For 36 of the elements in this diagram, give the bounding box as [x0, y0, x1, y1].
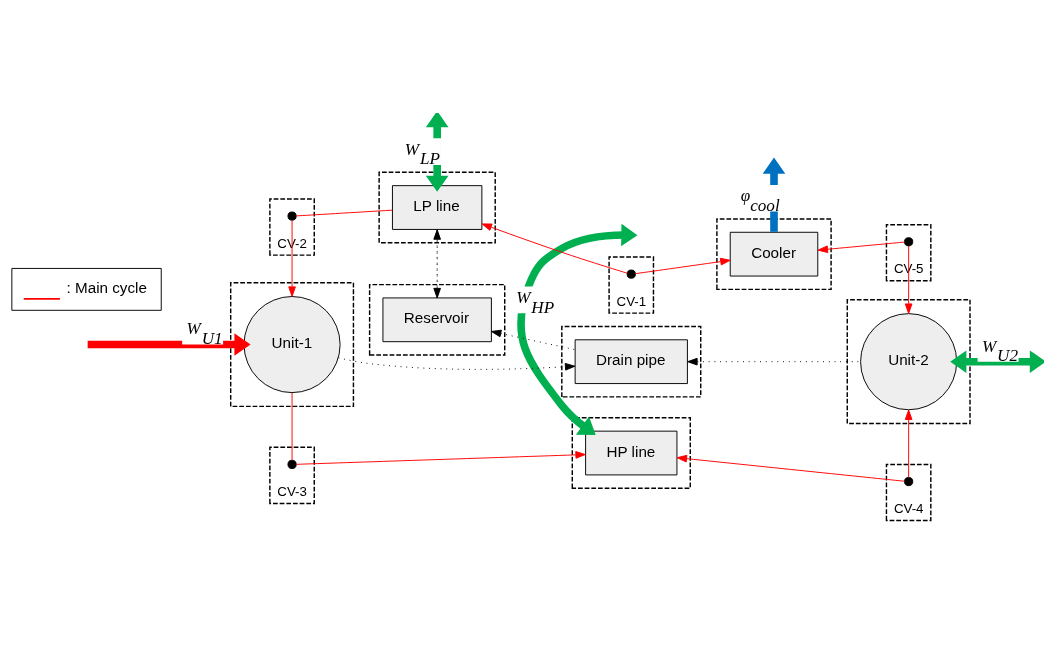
connector [291, 392, 293, 461]
cluster: CV-2 [269, 198, 315, 256]
arrow [687, 357, 861, 366]
cluster [846, 299, 971, 425]
arrow [288, 220, 296, 297]
node-circle [904, 477, 914, 487]
cluster: CV-3 [269, 446, 315, 505]
cluster: CV-4 [885, 463, 932, 522]
connector [295, 209, 393, 217]
arrow [433, 229, 441, 299]
node-box: HP line [585, 430, 678, 476]
arrow [425, 113, 449, 192]
arrow [817, 241, 905, 254]
arrow [676, 454, 905, 482]
node-box: Reservoir [382, 297, 492, 343]
node-circle: Unit-1 [243, 296, 341, 394]
arrow [950, 350, 1044, 373]
node-circle [626, 269, 636, 279]
node-circle [287, 459, 297, 470]
legend-label: : Main cycle [66, 278, 147, 296]
arrow [295, 451, 586, 465]
cluster: CV-1 [608, 256, 655, 314]
node-circle [287, 211, 297, 221]
node-box: Drain pipe [574, 339, 688, 385]
cluster [368, 283, 506, 356]
cluster [229, 282, 355, 408]
arrow [904, 409, 913, 478]
arrow [337, 357, 576, 371]
node-circle: Unit-2 [860, 313, 958, 411]
arrow [904, 245, 913, 314]
arrow [481, 223, 628, 274]
node-box: LP line [391, 185, 483, 230]
node-circle [904, 237, 914, 247]
arrow [517, 223, 638, 435]
node-box: Cooler [729, 231, 819, 277]
arrow [634, 257, 731, 275]
